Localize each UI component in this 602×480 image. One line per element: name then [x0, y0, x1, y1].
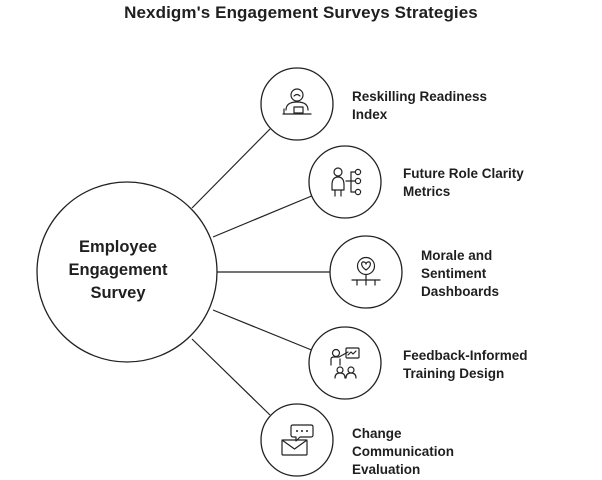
item-label-line: Sentiment: [421, 266, 487, 281]
item-label-line: Metrics: [403, 184, 451, 199]
item-label-line: Index: [352, 107, 388, 122]
item-label-change-communication: Change Communication Evaluation: [352, 425, 454, 479]
item-label-line: Change: [352, 426, 402, 441]
role-hierarchy-icon: [331, 167, 362, 197]
connector-line: [191, 128, 271, 209]
item-label-line: Evaluation: [352, 462, 421, 477]
connector-line: [212, 194, 315, 238]
connector-line: [212, 309, 315, 352]
person-at-desk-icon: [282, 88, 312, 115]
center-circle: [36, 181, 218, 363]
item-label-feedback-training: Feedback-Informed Training Design: [403, 347, 528, 383]
item-label-line: Communication: [352, 444, 455, 459]
item-label-reskilling-readiness: Reskilling Readiness Index: [352, 88, 487, 124]
item-label-line: Reskilling Readiness: [352, 89, 488, 104]
item-label-line: Feedback-Informed: [403, 348, 528, 363]
item-circle: [308, 326, 382, 400]
item-label-line: Dashboards: [421, 284, 500, 299]
connector-line: [191, 338, 271, 416]
diagram-title: Nexdigm's Engagement Surveys Strategies: [124, 3, 478, 22]
item-circle: [260, 67, 334, 141]
item-label-line: Morale and: [421, 248, 493, 263]
item-circle: [308, 145, 382, 219]
item-label-morale-sentiment: Morale and Sentiment Dashboards: [421, 247, 499, 301]
training-presentation-icon: [330, 347, 360, 379]
envelope-chat-icon: [281, 424, 314, 456]
item-circle: [329, 235, 403, 309]
heart-dashboard-icon: [351, 256, 381, 286]
center-label-line: Survey: [90, 284, 146, 302]
center-label-line: Engagement: [68, 261, 168, 279]
center-label: Employee Engagement Survey: [38, 236, 198, 305]
center-label-line: Employee: [79, 238, 157, 256]
item-label-future-role-clarity: Future Role Clarity Metrics: [403, 165, 524, 201]
item-label-line: Future Role Clarity: [403, 166, 524, 181]
item-label-line: Training Design: [403, 366, 505, 381]
